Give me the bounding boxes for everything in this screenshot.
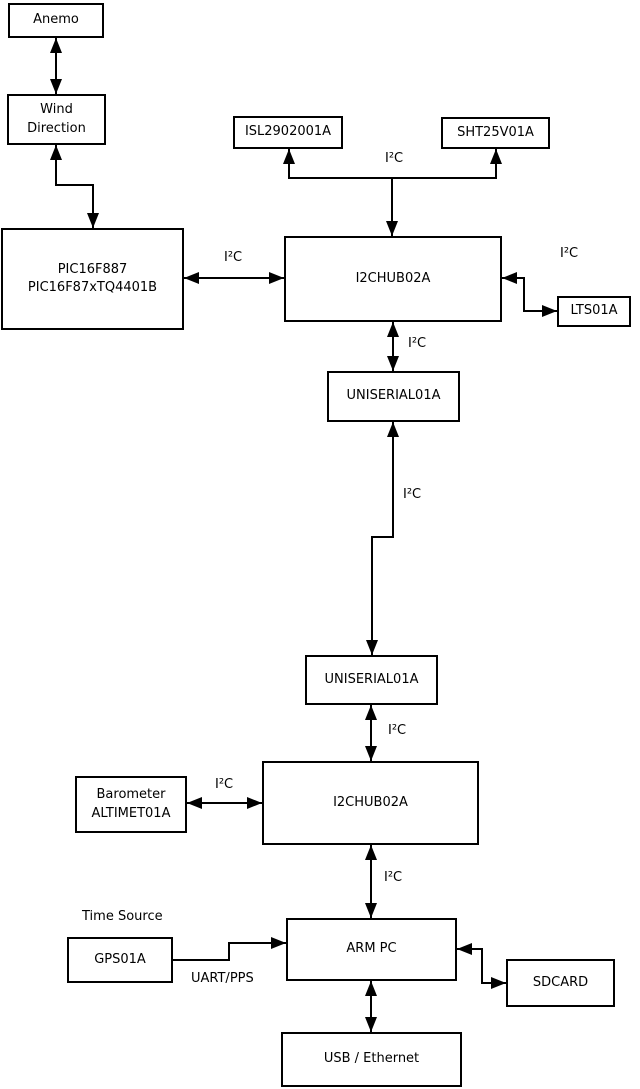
node-lts01a-label: LTS01A [570,303,618,319]
node-gps01a: GPS01A [67,937,173,983]
edge-uniserial1-uniserial2 [366,422,399,655]
node-usb-ethernet: USB / Ethernet [281,1032,462,1087]
edge-label-time-source: Time Source [82,909,163,924]
node-wind-direction-line2: Direction [27,120,86,136]
node-arm-pc-label: ARM PC [346,941,397,957]
node-uniserial01a-2: UNISERIAL01A [305,655,438,705]
node-uniserial01a-1-label: UNISERIAL01A [346,388,441,404]
node-wind-direction: Wind Direction [7,94,106,145]
node-barometer-line1: Barometer [96,787,166,803]
edge-label-i2c-uniserial2-hub2: I²C [388,723,407,738]
node-sht25v01a-label: SHT25V01A [457,124,534,140]
node-sdcard: SDCARD [506,959,615,1007]
node-sht25v01a: SHT25V01A [441,117,550,149]
node-usb-ethernet-label: USB / Ethernet [323,1051,420,1067]
node-i2chub02a-1: I2CHUB02A [284,236,502,322]
node-pic16f887-line1: PIC16F887 [57,261,128,277]
node-i2chub02a-2: I2CHUB02A [262,761,479,845]
edge-label-i2c-pic-hub1: I²C [224,250,243,265]
edge-hub1-lts [502,272,557,317]
node-arm-pc: ARM PC [286,918,457,981]
node-sdcard-label: SDCARD [532,974,589,990]
node-wind-direction-line1: Wind [40,102,73,118]
edge-label-uart-pps: UART/PPS [191,971,254,986]
node-barometer-line2: ALTIMET01A [91,805,171,821]
node-i2chub02a-1-label: I2CHUB02A [355,270,431,286]
node-pic16f887-line2: PIC16F87xTQ4401B [27,280,158,295]
node-uniserial01a-1: UNISERIAL01A [327,371,460,422]
edge-label-i2c-hub2-armpc: I²C [384,870,403,885]
edge-label-i2c-hub1-lts: I²C [560,246,579,261]
node-isl2902001a: ISL2902001A [233,116,343,149]
edge-label-i2c-uniserial-link: I²C [403,487,422,502]
edge-wind-pic [50,145,99,228]
edge-armpc-sdcard [457,943,506,989]
node-pic16f887: PIC16F887 PIC16F87xTQ4401B [1,228,184,330]
node-anemo-label: Anemo [33,12,79,28]
edge-label-i2c-hub1-uniserial1: I²C [408,336,427,351]
node-anemo: Anemo [8,3,104,38]
node-i2chub02a-2-label: I2CHUB02A [333,794,408,810]
node-gps01a-label: GPS01A [94,951,146,967]
node-barometer: Barometer ALTIMET01A [75,776,187,833]
edge-gps-armpc [173,937,286,961]
edge-label-i2c-barometer-hub2: I²C [215,777,234,792]
node-isl2902001a-label: ISL2902001A [244,124,332,140]
edge-label-i2c-sensor-bus: I²C [385,151,404,166]
node-uniserial01a-2-label: UNISERIAL01A [324,671,419,687]
node-lts01a: LTS01A [557,296,631,327]
